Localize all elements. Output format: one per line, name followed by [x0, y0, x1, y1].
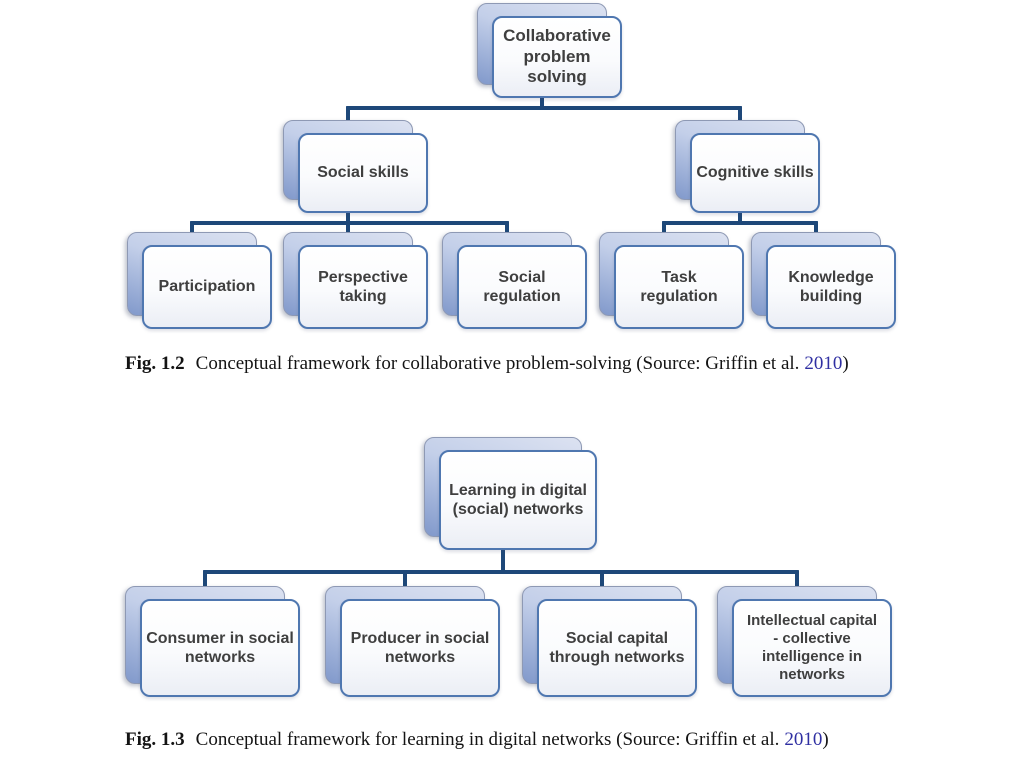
node-label: Collaborative problem solving [503, 26, 611, 87]
connector-line [600, 570, 604, 590]
node-label: Knowledge building [788, 268, 874, 305]
node-consumer-in-social-networks: Consumer in social networks [125, 586, 300, 697]
connector-line [501, 540, 505, 574]
node-perspective-taking: Perspective taking [283, 232, 428, 329]
node-knowledge-building: Knowledge building [751, 232, 896, 329]
node-label: Cognitive skills [696, 164, 814, 182]
node-label: Participation [158, 278, 256, 296]
node-front-layer: Consumer in social networks [140, 599, 300, 697]
node-front-layer: Collaborative problem solving [492, 16, 622, 98]
node-label: Intellectual capital - collective intell… [746, 612, 878, 683]
connector-line [738, 205, 742, 225]
node-learning-in-digital-networks: Learning in digital (social) networks [424, 437, 597, 550]
caption-label: Fig. 1.3 [125, 729, 185, 750]
node-label: Social skills [317, 164, 409, 182]
citation-link-2010[interactable]: 2010 [784, 729, 823, 750]
node-front-layer: Task regulation [614, 245, 744, 329]
node-front-layer: Cognitive skills [690, 133, 820, 213]
connector-line [346, 106, 742, 110]
node-social-regulation: Social regulation [442, 232, 587, 329]
caption-label: Fig. 1.2 [125, 353, 185, 374]
node-label: Learning in digital (social) networks [449, 481, 587, 518]
citation-link-2010[interactable]: 2010 [804, 353, 843, 374]
connector-line [738, 106, 742, 126]
node-collaborative-problem-solving: Collaborative problem solving [477, 3, 622, 98]
node-front-layer: Knowledge building [766, 245, 896, 329]
node-label: Producer in social networks [350, 629, 490, 666]
node-label: Social capital through networks [549, 629, 685, 666]
connector-line [662, 221, 818, 225]
node-label: Perspective taking [318, 268, 408, 305]
node-participation: Participation [127, 232, 272, 329]
node-label: Social regulation [483, 268, 561, 305]
node-social-skills: Social skills [283, 120, 428, 213]
connector-line [346, 106, 350, 126]
caption-text: Conceptual framework for collaborative p… [195, 353, 800, 374]
connector-line [190, 221, 194, 238]
node-front-layer: Social capital through networks [537, 599, 697, 697]
node-social-capital-through-networks: Social capital through networks [522, 586, 697, 697]
caption-text: Conceptual framework for learning in dig… [195, 729, 780, 750]
node-label: Consumer in social networks [146, 629, 294, 666]
node-front-layer: Producer in social networks [340, 599, 500, 697]
node-front-layer: Social skills [298, 133, 428, 213]
node-front-layer: Participation [142, 245, 272, 329]
connector-line [662, 221, 666, 238]
connector-line [403, 570, 407, 590]
node-label: Task regulation [640, 268, 718, 305]
node-cognitive-skills: Cognitive skills [675, 120, 820, 213]
node-front-layer: Intellectual capital - collective intell… [732, 599, 892, 697]
caption-suffix: ) [822, 729, 829, 750]
connector-line [203, 570, 207, 590]
figure-1-2-caption: Fig. 1.2 Conceptual framework for collabo… [125, 353, 849, 375]
connector-line [203, 570, 799, 574]
node-task-regulation: Task regulation [599, 232, 744, 329]
node-front-layer: Social regulation [457, 245, 587, 329]
connector-line [795, 570, 799, 590]
figure-1-3-caption: Fig. 1.3 Conceptual framework for learnin… [125, 729, 829, 751]
connector-line [814, 221, 818, 238]
connector-line [190, 221, 509, 225]
node-front-layer: Perspective taking [298, 245, 428, 329]
node-intellectual-capital: Intellectual capital - collective intell… [717, 586, 892, 697]
node-front-layer: Learning in digital (social) networks [439, 450, 597, 550]
caption-suffix: ) [842, 353, 849, 374]
connector-line [505, 221, 509, 238]
node-producer-in-social-networks: Producer in social networks [325, 586, 500, 697]
